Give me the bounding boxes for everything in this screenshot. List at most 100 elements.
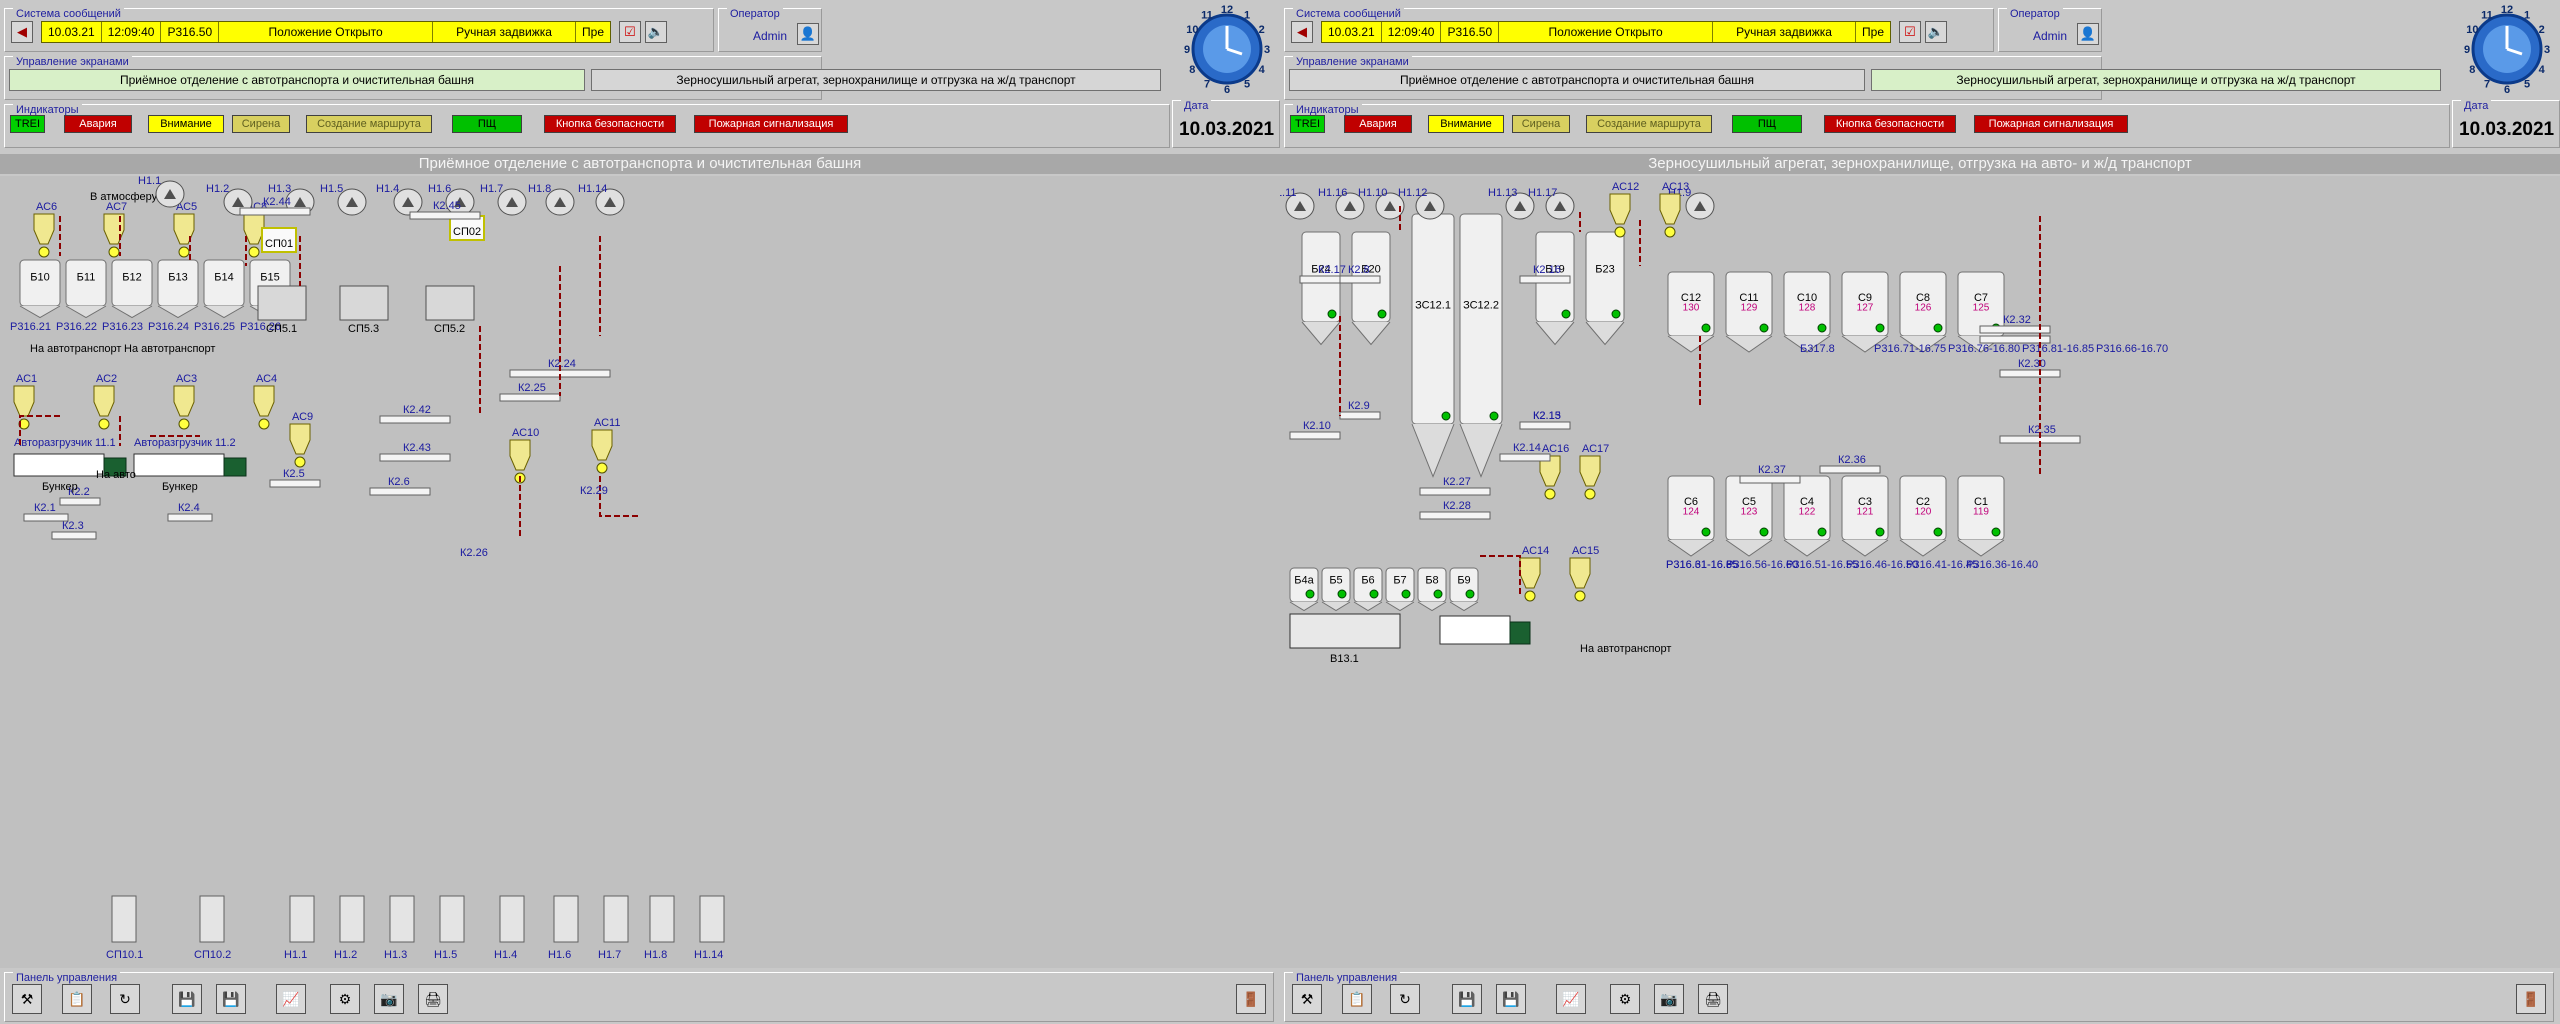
small-bin-Б8-label: Б8 [1425,574,1438,586]
sound-icon-r[interactable]: 🔈 [1925,21,1947,43]
screen-button-drying-r[interactable]: Зерносушильный агрегат, зернохранилище и… [1871,69,2441,91]
product-pipe [519,476,640,536]
bin-Б24-group: Б24 [1301,231,1341,346]
cyclone-АС3 [173,385,195,417]
indicator-trei-r[interactable]: TREI [1290,115,1326,133]
refresh-icon[interactable]: ↻ [110,984,140,1014]
elevator-Н1.6-arrow [454,197,466,207]
sound-icon[interactable]: 🔈 [645,21,667,43]
messages-nav-icon-r[interactable]: ◀ [1291,21,1313,43]
small-bin-Б5-label: Б5 [1329,574,1342,586]
bin-ЗС12.1-status-dot [1441,411,1451,421]
messages-nav-icon[interactable]: ◀ [11,21,33,43]
bin-Б23 [1585,231,1625,323]
indicator-fire-r[interactable]: Пожарная сигнализация [1974,115,2128,133]
screen-button-reception-r[interactable]: Приёмное отделение с автотранспорта и оч… [1289,69,1865,91]
clock-number: 2 [1259,24,1265,36]
bin-Б13-cone [157,305,199,319]
sensor-range-label: Р316.31-16.35 [1666,559,1738,571]
elevator-Н1.5-arrow [346,197,358,207]
elevator-Н1.1-label: Н1.1 [138,176,161,187]
indicator-alarm-r[interactable]: Авария [1344,115,1412,133]
silo-С11-num: 129 [1741,302,1758,313]
print-icon-r[interactable]: 🖨 [1698,984,1728,1014]
report-icon[interactable]: 📋 [62,984,92,1014]
bottom-unit-label: Н1.2 [334,949,357,961]
ack-icon-r[interactable]: ☑ [1899,21,1921,43]
indicator-fire[interactable]: Пожарная сигнализация [694,115,848,133]
refresh-icon-r[interactable]: ↻ [1390,984,1420,1014]
elevator-Н1.14-label: Н1.14 [578,183,607,195]
indicator-warning[interactable]: Внимание [148,115,224,133]
chart-icon[interactable]: 📈 [276,984,306,1014]
save-icon[interactable]: 💾 [172,984,202,1014]
indicator-pshch-r[interactable]: ПЩ [1732,115,1802,133]
msg-time-r: 12:09:40 [1382,22,1442,42]
camera-icon-r[interactable]: 📷 [1654,984,1684,1014]
silo-С10-num: 128 [1799,302,1816,313]
bin-Б11-cone [65,305,107,319]
settings-icon-r[interactable]: ⚙ [1610,984,1640,1014]
indicator-siren-r[interactable]: Сирена [1512,115,1570,133]
indicator-route-r[interactable]: Создание маршрута [1586,115,1712,133]
camera-icon[interactable]: 📷 [374,984,404,1014]
exit-icon-r[interactable]: 🚪 [2516,984,2546,1014]
machine-СП5.2 [425,285,475,321]
messages-group-title-r: Система сообщений [1293,8,1404,20]
disk-icon[interactable]: 💾 [216,984,246,1014]
silo-С12-label: С12 [1681,292,1701,304]
sensor-range-label: Р316.71-16.75 [1874,343,1946,355]
clock-number: 12 [2501,4,2513,16]
conveyor-К2.31 [1979,335,2051,344]
clock-number: 7 [2484,79,2490,91]
left-screen: Система сообщений ◀ 10.03.21 12:09:40 Р3… [0,4,1280,1022]
screen-button-reception[interactable]: Приёмное отделение с автотранспорта и оч… [9,69,585,91]
ack-icon[interactable]: ☑ [619,21,641,43]
indicator-trei[interactable]: TREI [10,115,46,133]
msg-code-r: Р316.50 [1441,22,1500,42]
disk-icon-r[interactable]: 💾 [1496,984,1526,1014]
save-icon-r[interactable]: 💾 [1452,984,1482,1014]
elevator-Н1.7-label: Н1.7 [480,183,503,195]
product-pipe [1480,216,2041,596]
silo-С8-num: 126 [1915,302,1932,313]
conveyor-К2.45 [409,211,481,220]
indicator-safety[interactable]: Кнопка безопасности [544,115,676,133]
silo-С2-num: 120 [1915,506,1932,517]
tool-icon-r[interactable]: ⚒ [1292,984,1322,1014]
indicator-safety-r[interactable]: Кнопка безопасности [1824,115,1956,133]
indicator-alarm[interactable]: Авария [64,115,132,133]
screens-title-r: Управление экранами [1293,56,1412,68]
print-icon[interactable]: 🖨 [418,984,448,1014]
settings-icon[interactable]: ⚙ [330,984,360,1014]
truck-trailer [133,453,225,477]
conveyor-К2.10-label: К2.10 [1303,420,1331,432]
product-pipe [19,415,200,446]
cyclone-АС2 [93,385,115,417]
indicator-siren[interactable]: Сирена [232,115,290,133]
indicator-pshch[interactable]: ПЩ [452,115,522,133]
silo-С4-label: С4 [1800,496,1814,508]
conveyor-label: К2.26 [460,547,488,559]
message-bar[interactable]: 10.03.21 12:09:40 Р316.50 Положение Откр… [41,21,611,43]
indicator-route[interactable]: Создание маршрута [306,115,432,133]
tool-icon[interactable]: ⚒ [12,984,42,1014]
atmosphere-label: В атмосферу [90,191,158,203]
chart-icon-r[interactable]: 📈 [1556,984,1586,1014]
small-bin-Б9-label: Б9 [1457,574,1470,586]
message-bar-r[interactable]: 10.03.21 12:09:40 Р316.50 Положение Откр… [1321,21,1891,43]
exit-icon[interactable]: 🚪 [1236,984,1266,1014]
conveyor-К2.42-label: К2.42 [403,404,431,416]
cyclone-ac10 [509,439,531,471]
railcar [1289,613,1401,649]
bin-Б19-cone [1535,321,1575,346]
screen-button-drying[interactable]: Зерносушильный агрегат, зернохранилище и… [591,69,1161,91]
indicator-warning-r[interactable]: Внимание [1428,115,1504,133]
login-icon-r[interactable]: 👤 [2077,23,2099,45]
conveyor-К2.10 [1289,431,1341,440]
report-icon-r[interactable]: 📋 [1342,984,1372,1014]
sensor-range-label: Р316.76-16.80 [1948,343,2020,355]
cyclone-АС5-label: АС5 [176,201,197,213]
messages-group-title: Система сообщений [13,8,124,20]
login-icon[interactable]: 👤 [797,23,819,45]
